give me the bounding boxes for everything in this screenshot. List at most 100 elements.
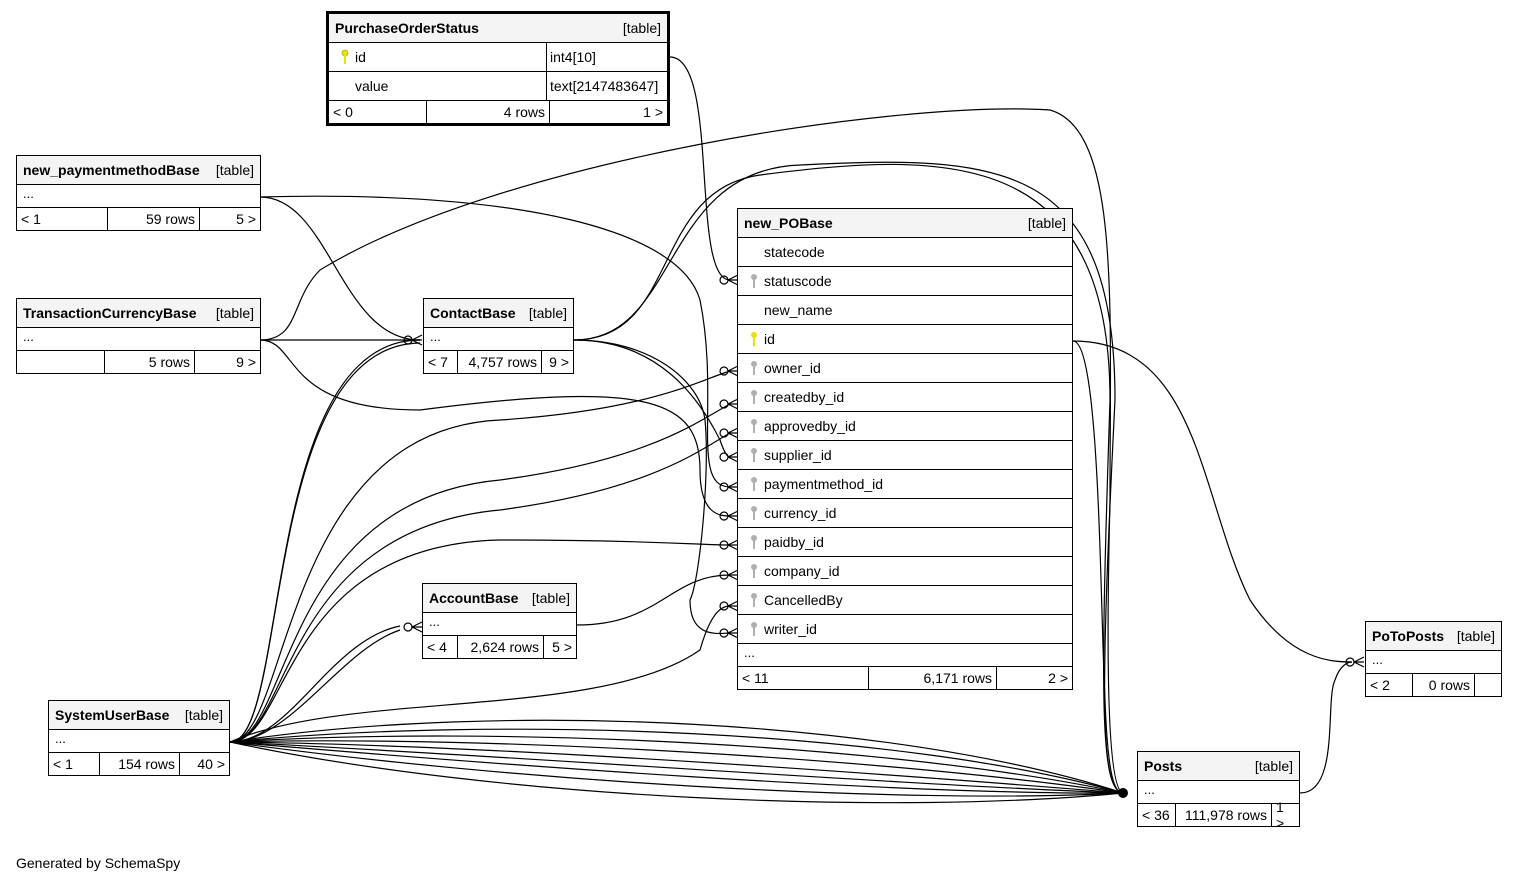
parents-link[interactable]: < 36: [1138, 804, 1176, 826]
optional-marker: [719, 452, 729, 462]
table-header: new_POBase [table]: [738, 209, 1072, 238]
column-row[interactable]: createdby_id: [738, 383, 1072, 412]
parents-link[interactable]: < 1: [17, 208, 108, 230]
column-row[interactable]: currency_id: [738, 499, 1072, 528]
column-name: writer_id: [764, 621, 817, 637]
columns-ellipsis: ...: [423, 613, 576, 636]
foreign-key-icon: [744, 505, 764, 521]
table-contactbase[interactable]: ContactBase [table] ... < 7 4,757 rows 9…: [423, 298, 574, 374]
table-name[interactable]: new_paymentmethodBase: [23, 162, 200, 178]
column-name: paymentmethod_id: [764, 476, 884, 492]
parents-link[interactable]: < 0: [329, 101, 427, 123]
relationship-edge: [573, 339, 731, 458]
children-link[interactable]: 2 >: [1048, 670, 1068, 686]
table-kind: [table]: [528, 305, 567, 321]
column-name: paidby_id: [764, 534, 824, 550]
table-header: AccountBase [table]: [423, 584, 576, 613]
table-name[interactable]: PurchaseOrderStatus: [335, 20, 479, 36]
column-row[interactable]: company_id: [738, 557, 1072, 586]
posts-edge-junction: [1118, 788, 1128, 798]
column-row[interactable]: statuscode: [738, 267, 1072, 296]
column-row[interactable]: id: [738, 325, 1072, 354]
table-header: Posts [table]: [1138, 752, 1299, 781]
relationship-edge: [229, 629, 401, 743]
parents-link[interactable]: < 2: [1366, 674, 1413, 696]
children-link[interactable]: 1 >: [1276, 799, 1285, 831]
row-count: 4,757 rows: [458, 351, 542, 373]
optional-marker: [719, 540, 729, 550]
table-transactioncurrencybase[interactable]: TransactionCurrencyBase [table] ... 5 ro…: [16, 298, 261, 374]
parents-link[interactable]: < 4: [423, 636, 458, 658]
relationship-edge: [229, 370, 731, 743]
children-link[interactable]: 1 >: [643, 104, 663, 120]
row-count: 2,624 rows: [458, 636, 544, 658]
relationship-edge: [1072, 340, 1124, 794]
columns-ellipsis: ...: [17, 328, 260, 351]
table-header: TransactionCurrencyBase [table]: [17, 299, 260, 328]
column-row[interactable]: supplier_id: [738, 441, 1072, 470]
table-systemuserbase[interactable]: SystemUserBase [table] ... < 1 154 rows …: [48, 700, 230, 776]
column-row[interactable]: CancelledBy: [738, 586, 1072, 615]
column-name: currency_id: [764, 505, 837, 521]
row-count: 154 rows: [100, 753, 180, 775]
children-link[interactable]: 40 >: [197, 756, 225, 772]
column-row[interactable]: paymentmethod_id: [738, 470, 1072, 499]
column-type: text[2147483647]: [546, 72, 667, 100]
parents-link[interactable]: < 1: [49, 753, 100, 775]
table-new-paymentmethodbase[interactable]: new_paymentmethodBase [table] ... < 1 59…: [16, 155, 261, 231]
relationship-edge: [229, 339, 421, 743]
column-row[interactable]: statecode: [738, 238, 1072, 267]
table-kind: [table]: [215, 305, 254, 321]
table-potoposts[interactable]: PoToPosts [table] ... < 2 0 rows: [1365, 621, 1502, 697]
parents-link[interactable]: [17, 351, 105, 373]
table-footer: < 4 2,624 rows 5 >: [423, 636, 576, 658]
table-name[interactable]: SystemUserBase: [55, 707, 170, 723]
table-kind: [table]: [1456, 628, 1495, 644]
optional-marker: [403, 622, 413, 632]
optional-marker: [719, 428, 729, 438]
table-name[interactable]: new_POBase: [744, 215, 833, 231]
column-row[interactable]: new_name: [738, 296, 1072, 325]
relationship-edge: [229, 740, 1124, 794]
crows-foot-marker: [411, 621, 423, 633]
column-row[interactable]: approvedby_id: [738, 412, 1072, 441]
parents-link[interactable]: < 11: [738, 667, 869, 689]
columns-ellipsis: ...: [1138, 781, 1299, 804]
optional-marker: [719, 601, 729, 611]
column-row[interactable]: id int4[10]: [329, 43, 667, 72]
children-link[interactable]: 5 >: [236, 211, 256, 227]
table-accountbase[interactable]: AccountBase [table] ... < 4 2,624 rows 5…: [422, 583, 577, 659]
table-header: new_paymentmethodBase [table]: [17, 156, 260, 185]
table-name[interactable]: TransactionCurrencyBase: [23, 305, 197, 321]
table-name[interactable]: ContactBase: [430, 305, 516, 321]
table-name[interactable]: PoToPosts: [1372, 628, 1445, 644]
column-row[interactable]: writer_id: [738, 615, 1072, 644]
columns-ellipsis: ...: [49, 730, 229, 753]
table-purchaseorderstatus[interactable]: PurchaseOrderStatus [table] id int4[10] …: [326, 11, 670, 126]
children-link[interactable]: 9 >: [549, 354, 569, 370]
column-row[interactable]: paidby_id: [738, 528, 1072, 557]
table-name[interactable]: Posts: [1144, 758, 1183, 774]
relationship-edge: [229, 728, 1124, 794]
column-row[interactable]: value text[2147483647]: [329, 72, 667, 101]
relationship-edge: [229, 741, 1124, 804]
optional-marker: [719, 511, 729, 521]
column-name: statuscode: [764, 273, 832, 289]
row-count: 111,978 rows: [1176, 804, 1272, 826]
foreign-key-icon: [744, 534, 764, 550]
table-kind: [table]: [531, 590, 570, 606]
parents-link[interactable]: < 7: [424, 351, 458, 373]
optional-marker: [719, 399, 729, 409]
table-footer: < 11 6,171 rows 2 >: [738, 667, 1072, 689]
foreign-key-icon: [744, 418, 764, 434]
foreign-key-icon: [744, 273, 764, 289]
children-link[interactable]: 5 >: [552, 639, 572, 655]
table-new-pobase[interactable]: new_POBase [table] statecode statuscode ne…: [737, 208, 1073, 690]
children-link[interactable]: [1475, 674, 1501, 696]
table-posts[interactable]: Posts [table] ... < 36 111,978 rows 1 >: [1137, 751, 1300, 831]
relationship-edge: [229, 741, 1124, 794]
column-row[interactable]: owner_id: [738, 354, 1072, 383]
column-name: supplier_id: [764, 447, 832, 463]
table-name[interactable]: AccountBase: [429, 590, 519, 606]
children-link[interactable]: 9 >: [236, 354, 256, 370]
